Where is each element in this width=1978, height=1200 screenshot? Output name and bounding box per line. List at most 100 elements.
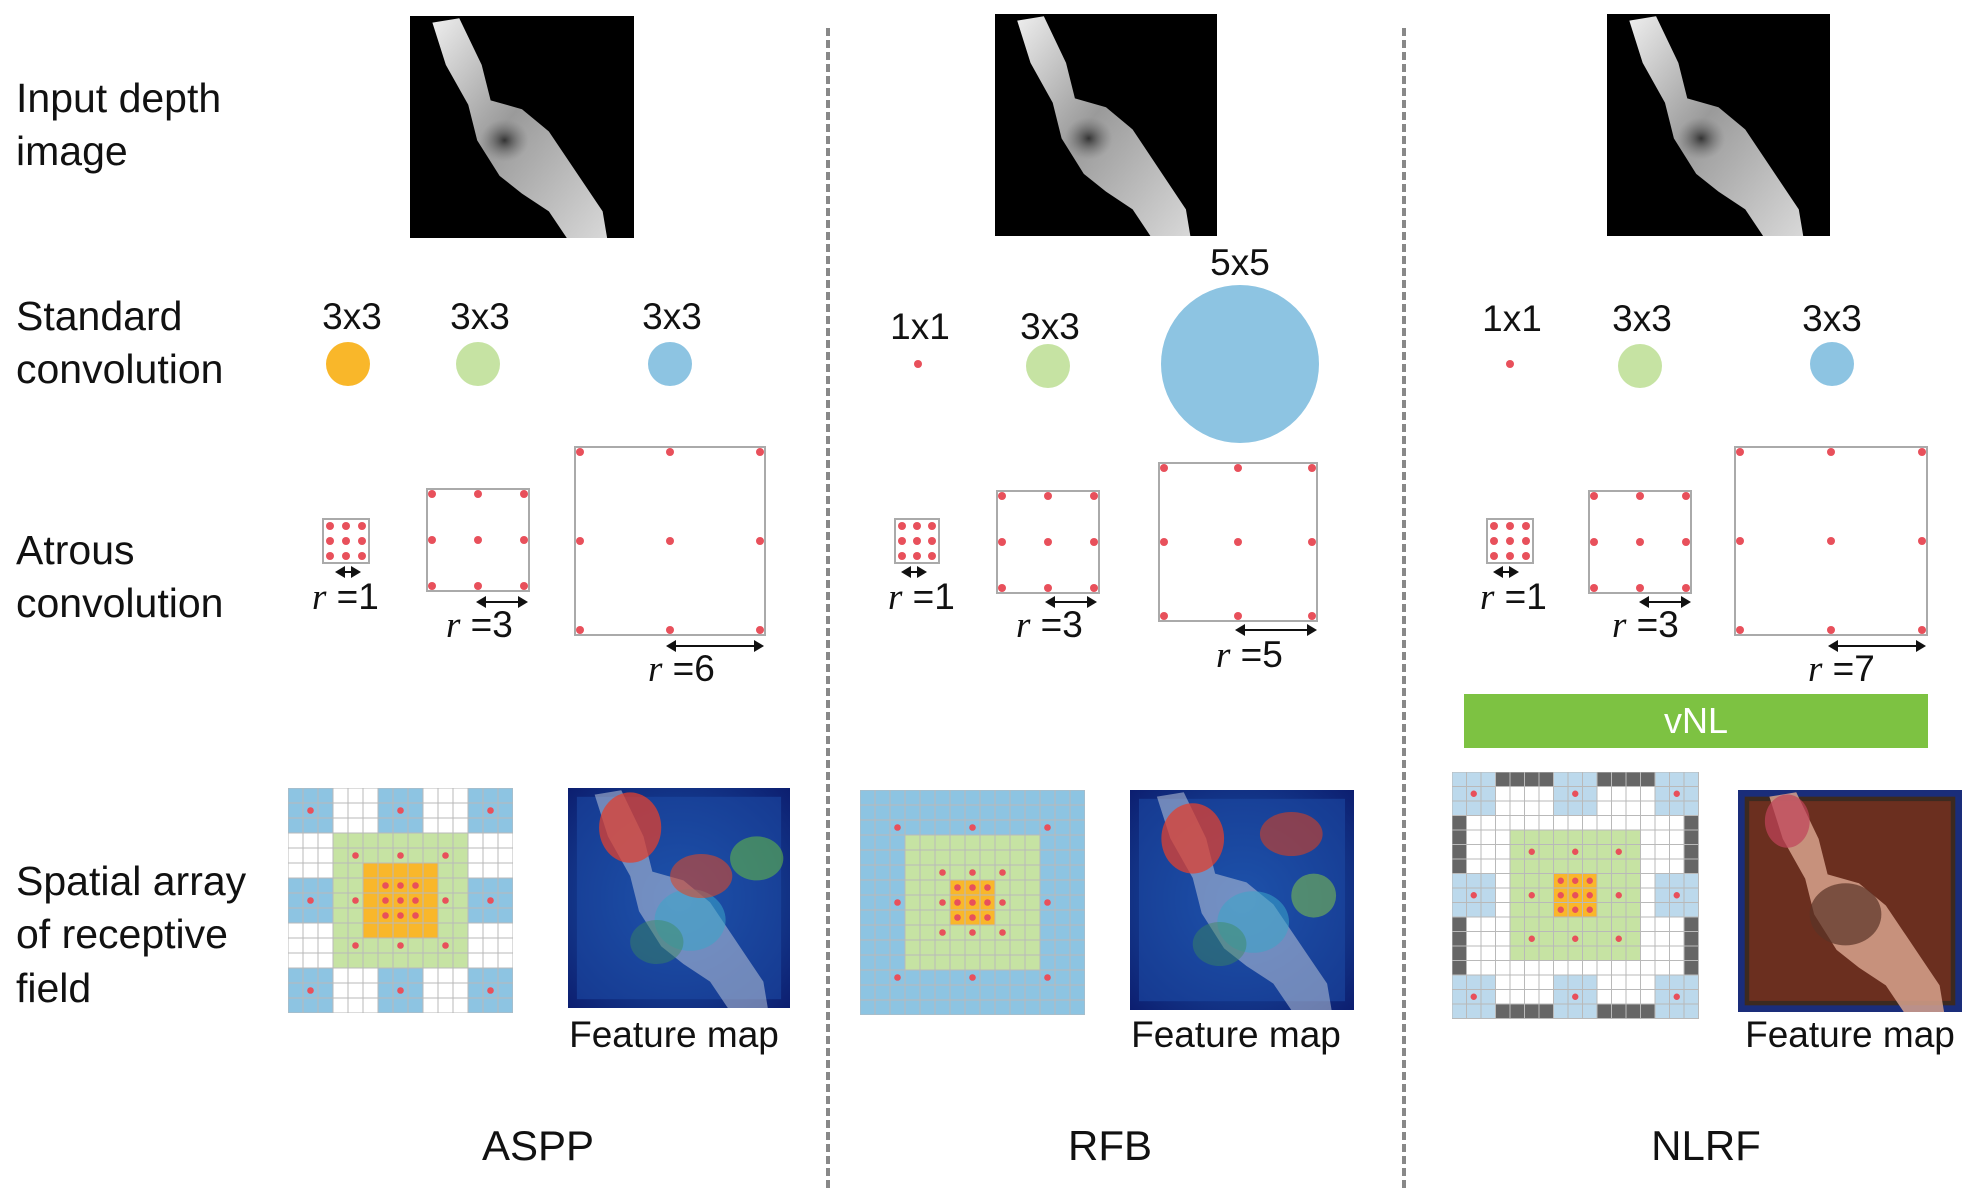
kernel-circle-green [456, 342, 500, 386]
rate-label: r =3 [1016, 604, 1083, 647]
kernel-dot-red [914, 360, 922, 368]
grid-cell [874, 954, 891, 971]
grid-cell [377, 922, 394, 939]
grid-cell [1069, 790, 1085, 806]
grid-cell [1596, 844, 1612, 860]
sampling-point [1636, 584, 1644, 592]
grid-cell [1538, 974, 1554, 990]
grid-cell [1538, 815, 1554, 831]
grid-cell [1069, 999, 1085, 1015]
kernel-label: 1x1 [890, 306, 950, 347]
feature-map-rfb [1130, 790, 1354, 1010]
grid-cell [437, 832, 454, 849]
grid-cell [874, 834, 891, 851]
grid-cell [1509, 887, 1525, 903]
grid-cell [332, 952, 349, 969]
grid-cell [437, 788, 454, 804]
sampling-point [1827, 537, 1835, 545]
grid-cell [1582, 989, 1598, 1005]
grid-cell [994, 999, 1011, 1015]
grid-cell [362, 967, 379, 984]
rate-arrow [901, 566, 927, 578]
grid-cell [1582, 931, 1598, 947]
grid-cell [1538, 772, 1554, 787]
row-label-atrous: Atrous convolution [16, 527, 224, 627]
grid-cell [288, 802, 304, 819]
grid-cell [288, 892, 304, 909]
sampling-point [1490, 537, 1498, 545]
grid-cell [1509, 974, 1525, 990]
grid-cell [452, 967, 469, 984]
grid-cell [467, 802, 484, 819]
receptive-point [1470, 993, 1477, 1000]
rate-symbol: r [648, 649, 663, 690]
receptive-point [307, 987, 314, 994]
grid-cell [317, 862, 334, 879]
grid-cell [934, 984, 951, 1001]
grid-cell [407, 967, 424, 984]
grid-cell [362, 862, 379, 879]
grid-cell [1039, 939, 1056, 956]
grid-cell [452, 997, 469, 1013]
grid-cell [1039, 864, 1056, 881]
grid-cell [1452, 916, 1467, 932]
grid-cell [964, 939, 981, 956]
receptive-point [442, 897, 449, 904]
grid-cell [317, 907, 334, 924]
sampling-point [1736, 537, 1744, 545]
grid-cell [1654, 844, 1670, 860]
grid-cell [362, 922, 379, 939]
grid-cell [1524, 1003, 1540, 1019]
receptive-point [397, 807, 404, 814]
grid-cell [302, 967, 319, 984]
grid-cell [1567, 974, 1583, 990]
receptive-point [397, 852, 404, 859]
grid-cell [467, 832, 484, 849]
receptive-point [1673, 892, 1680, 899]
grid-cell [1495, 786, 1511, 802]
grid-cell [889, 909, 906, 926]
kernel-dot-red [1506, 360, 1514, 368]
grid-cell [332, 937, 349, 954]
grid-cell [964, 984, 981, 1001]
grid-cell [949, 939, 966, 956]
grid-cell [1480, 815, 1496, 831]
rate-value: 5 [1262, 634, 1283, 675]
sampling-point [520, 582, 528, 590]
receptive-point [442, 942, 449, 949]
grid-cell [1625, 772, 1641, 787]
grid-cell [422, 937, 439, 954]
grid-cell [1596, 786, 1612, 802]
grid-cell [860, 819, 876, 836]
grid-cell [317, 922, 334, 939]
grid-cell [1625, 800, 1641, 816]
grid-cell [392, 832, 409, 849]
grid-cell [437, 952, 454, 969]
grid-cell [1069, 969, 1085, 986]
receptive-point [969, 914, 976, 921]
grid-cell [1640, 829, 1656, 845]
grid-cell [1009, 969, 1026, 986]
grid-cell [1524, 945, 1540, 961]
grid-cell [1024, 849, 1041, 866]
sampling-point [928, 522, 936, 530]
grid-cell [1509, 945, 1525, 961]
receptive-point [1557, 877, 1564, 884]
grid-cell [994, 834, 1011, 851]
grid-cell [392, 817, 409, 834]
rate-equals: = [1230, 634, 1263, 675]
rate-value: 6 [694, 648, 715, 689]
grid-cell [452, 847, 469, 864]
grid-cell [362, 847, 379, 864]
grid-cell [1654, 974, 1670, 990]
grid-cell [1069, 939, 1085, 956]
sampling-point [520, 536, 528, 544]
receptive-point [382, 882, 389, 889]
grid-cell [362, 877, 379, 894]
grid-cell [1024, 939, 1041, 956]
grid-cell [994, 849, 1011, 866]
grid-cell [377, 967, 394, 984]
grid-cell [1611, 815, 1627, 831]
sampling-point [1490, 522, 1498, 530]
grid-cell [317, 788, 334, 804]
